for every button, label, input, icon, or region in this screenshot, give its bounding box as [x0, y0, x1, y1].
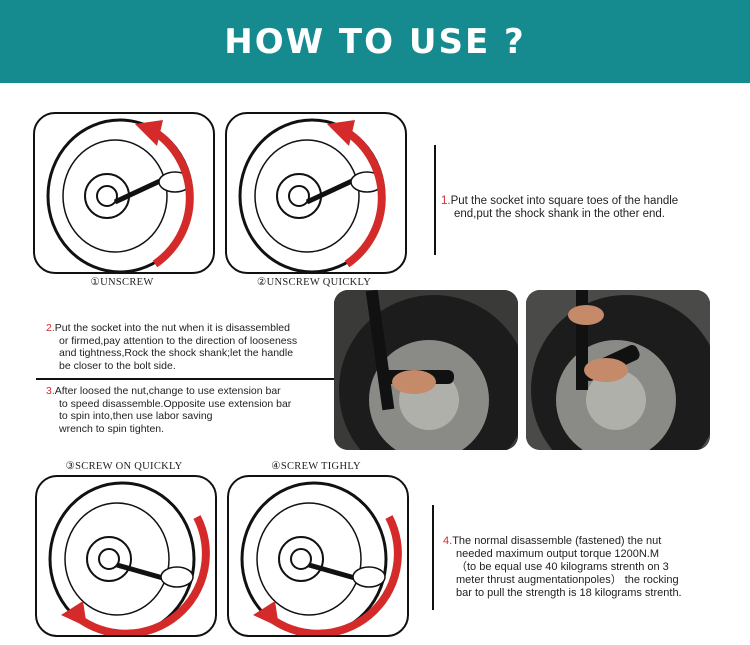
illustration-unscrew: [33, 112, 215, 274]
wheel-illustration: [238, 118, 386, 272]
photo-tire-wrench-1: [334, 290, 518, 450]
wheel-illustration: [48, 481, 210, 635]
divider: [432, 505, 434, 610]
rotation-arrow: [266, 515, 402, 635]
step-3-text: 3.After loosed the nut,change to use ext…: [46, 385, 292, 435]
caption-screw-tightly: ④SCREW TIGHLY: [271, 461, 361, 472]
caption-unscrew-quickly: ②UNSCREW QUICKLY: [256, 277, 372, 288]
rotation-arrow: [344, 128, 386, 268]
illustration-screw-on-quickly: [35, 475, 217, 637]
photo-tire-wrench-2: [526, 290, 710, 450]
page-title: HOW TO USE ?: [224, 21, 526, 62]
step-1-text: 1.Put the socket into square toes of the…: [441, 195, 679, 220]
wheel-illustration: [240, 481, 402, 635]
wheel-illustration: [46, 118, 194, 272]
step-4-text: 4.The normal disassemble (fastened) the …: [443, 535, 682, 599]
illustration-screw-tightly: [227, 475, 409, 637]
illustration-unscrew-quickly: [225, 112, 407, 274]
step-2-text: 2.Put the socket into the nut when it is…: [46, 322, 298, 372]
divider: [434, 145, 436, 255]
rotation-arrow: [74, 515, 210, 635]
caption-screw-on-quickly: ③SCREW ON QUICKLY: [65, 461, 183, 472]
rotation-arrow: [152, 128, 194, 268]
caption-unscrew: ①UNSCREW: [90, 277, 154, 288]
divider: [36, 378, 336, 380]
header-banner: HOW TO USE ?: [0, 0, 750, 83]
